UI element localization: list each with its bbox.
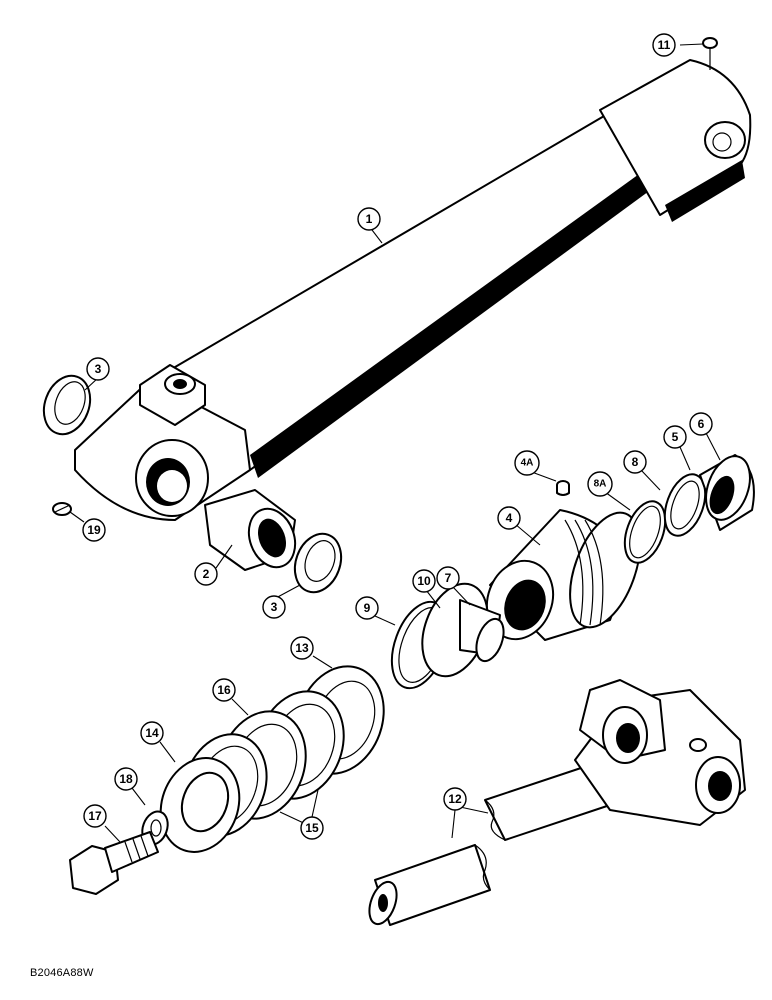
- svg-text:8: 8: [632, 455, 639, 469]
- svg-text:3: 3: [95, 362, 102, 376]
- bushing: [204, 489, 297, 571]
- callout-9: 9: [355, 596, 379, 620]
- callout-11: 11: [652, 33, 676, 57]
- cylinder-barrel: [74, 59, 752, 521]
- piston-seal-set: [663, 454, 755, 537]
- callout-17: 17: [83, 804, 107, 828]
- callout-10: 10: [412, 569, 436, 593]
- wiper-seal-upper: [42, 374, 92, 436]
- callout-18: 18: [114, 767, 138, 791]
- svg-text:3: 3: [271, 600, 278, 614]
- svg-text:9: 9: [364, 601, 371, 615]
- svg-text:17: 17: [88, 809, 102, 823]
- svg-text:5: 5: [672, 430, 679, 444]
- grease-fitting-19: [52, 502, 72, 516]
- callout-19: 19: [82, 518, 106, 542]
- svg-text:4: 4: [506, 511, 513, 525]
- rod-seals: [390, 582, 505, 690]
- set-screw: [556, 480, 570, 496]
- figure-code: B2046A88W: [30, 967, 94, 979]
- bolt: [69, 831, 159, 895]
- callout-13: 13: [290, 636, 314, 660]
- callout-14: 14: [140, 721, 164, 745]
- svg-text:2: 2: [203, 567, 210, 581]
- callout-3-lower: 3: [262, 595, 286, 619]
- svg-text:8A: 8A: [594, 479, 607, 490]
- piston-assembly: [159, 665, 385, 853]
- piston-gland: [485, 509, 641, 641]
- backup-ring: [623, 500, 667, 564]
- svg-text:16: 16: [217, 683, 231, 697]
- plug-fitting-11: [702, 37, 718, 70]
- svg-text:18: 18: [119, 772, 133, 786]
- svg-text:15: 15: [305, 821, 319, 835]
- svg-text:6: 6: [698, 417, 705, 431]
- callout-5: 5: [663, 425, 687, 449]
- piston-rod-clevis: [368, 679, 746, 926]
- callout-7: 7: [436, 566, 460, 590]
- callout-8: 8: [623, 450, 647, 474]
- svg-text:1: 1: [366, 212, 373, 226]
- svg-text:14: 14: [145, 726, 159, 740]
- svg-text:11: 11: [658, 38, 671, 52]
- svg-text:10: 10: [417, 574, 431, 588]
- svg-text:13: 13: [295, 641, 309, 655]
- svg-text:19: 19: [87, 523, 101, 537]
- callout-3-upper: 3: [86, 357, 110, 381]
- callout-4a: 4A: [514, 450, 540, 476]
- svg-text:4A: 4A: [521, 458, 534, 469]
- callout-16: 16: [212, 678, 236, 702]
- wiper-seal-lower: [293, 532, 343, 594]
- callout-6: 6: [689, 412, 713, 436]
- callout-2: 2: [194, 562, 218, 586]
- svg-text:7: 7: [445, 571, 452, 585]
- callout-1: 1: [357, 207, 381, 231]
- callout-4: 4: [497, 506, 521, 530]
- callout-15: 15: [300, 816, 324, 840]
- callout-8a: 8A: [587, 471, 613, 497]
- callout-12: 12: [443, 787, 467, 811]
- svg-text:12: 12: [448, 792, 462, 806]
